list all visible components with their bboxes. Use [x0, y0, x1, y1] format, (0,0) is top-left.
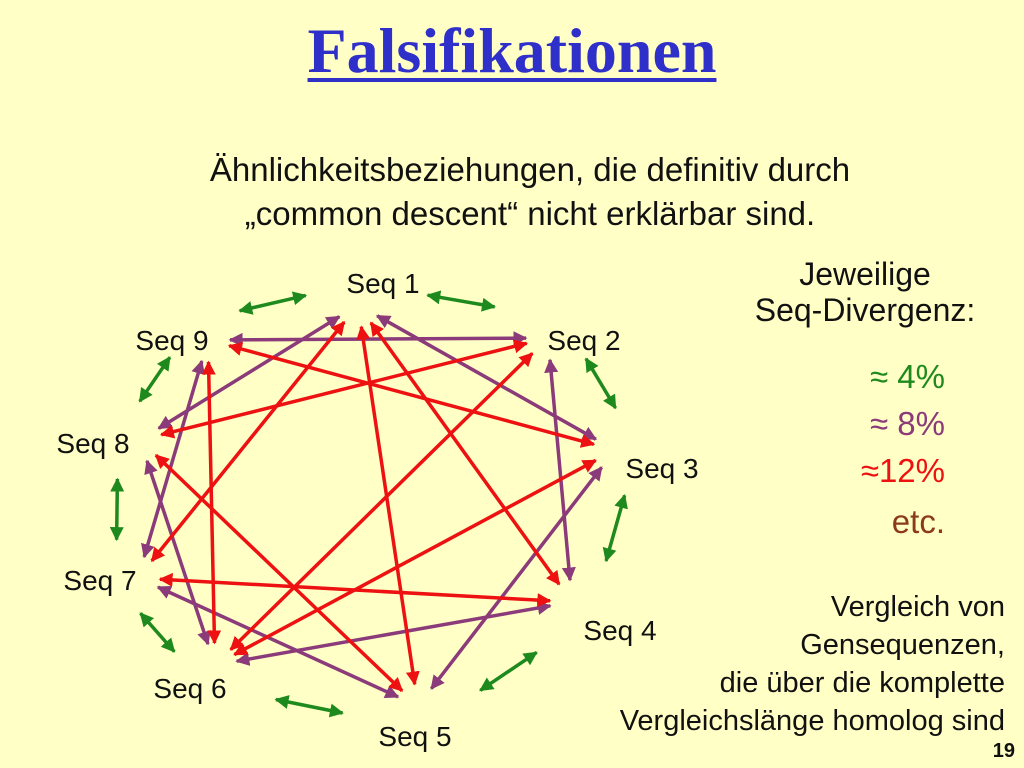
- node-seq-2: Seq 2: [547, 325, 620, 356]
- arrow-seq-6-seq-9: [201, 360, 222, 645]
- node-seq-6: Seq 6: [153, 673, 226, 704]
- arrow-seq-3-seq-4: [602, 494, 628, 563]
- node-seq-7: Seq 7: [63, 565, 136, 596]
- node-seq-5: Seq 5: [378, 721, 451, 752]
- arrow-seq-9-seq-1: [238, 291, 308, 315]
- legend-heading: Jeweilige Seq-Divergenz:: [730, 256, 1000, 328]
- slide-title: Falsifikationen: [307, 15, 717, 86]
- note-line-3: die über die komplette: [719, 667, 1005, 699]
- note-line-4: Vergleichslänge homolog sind: [619, 705, 1005, 737]
- legend-item-etc: etc.: [891, 503, 945, 540]
- arrow-seq-2-seq-3: [584, 357, 618, 410]
- node-seq-1: Seq 1: [346, 268, 419, 299]
- legend-item-red: ≈12%: [860, 452, 945, 489]
- legend-heading-line-2: Seq-Divergenz:: [754, 292, 976, 328]
- node-seq-3: Seq 3: [625, 453, 698, 484]
- arrow-seq-5-seq-8: [154, 453, 404, 693]
- arrow-seq-6-seq-8: [144, 459, 211, 646]
- node-seq-8: Seq 8: [56, 428, 129, 459]
- subtitle-line-2: „common descent“ nicht erklärbar sind.: [244, 195, 816, 232]
- page-number: 19: [992, 740, 1015, 762]
- subtitle-line-1: Ähnlichkeitsbeziehungen, die definitiv d…: [209, 151, 851, 188]
- node-seq-9: Seq 9: [135, 325, 208, 356]
- legend-heading-line-1: Jeweilige: [799, 256, 931, 292]
- arrow-seq-9-seq-2: [228, 331, 528, 347]
- note-line-2: Gensequenzen,: [800, 629, 1005, 661]
- arrow-seq-1-seq-5: [356, 325, 420, 686]
- arrow-seq-3-seq-9: [227, 342, 596, 448]
- arrow-seq-4-seq-5: [479, 650, 538, 692]
- arrow-seq-4-seq-6: [235, 601, 552, 666]
- sequence-labels: Seq 1 Seq 2 Seq 3 Seq 4 Seq 5 Seq 6 Seq 7 Seq 8…: [56, 268, 698, 752]
- legend-item-purple: ≈ 8%: [870, 405, 945, 442]
- arrow-seq-2-seq-6: [229, 352, 534, 651]
- connection-arrows: [109, 290, 628, 718]
- arrow-seq-2-seq-4: [544, 358, 576, 582]
- arrow-seq-8-seq-9: [138, 356, 172, 403]
- arrow-seq-6-seq-7: [139, 612, 176, 653]
- arrow-seq-1-seq-2: [426, 290, 496, 312]
- arrow-seq-5-seq-6: [274, 695, 344, 718]
- arrow-seq-2-seq-8: [159, 339, 529, 439]
- arrow-seq-7-seq-9: [141, 359, 205, 559]
- legend-item-green: ≈ 4%: [870, 358, 945, 395]
- subtitle: Ähnlichkeitsbeziehungen, die definitiv d…: [120, 148, 940, 236]
- comparison-note: Vergleich von Gensequenzen, die über die…: [540, 588, 1005, 740]
- node-seq-4: Seq 4: [583, 615, 656, 646]
- arrow-seq-4-seq-7: [158, 572, 552, 608]
- arrow-seq-1-seq-7: [150, 321, 346, 562]
- note-line-1: Vergleich von: [830, 591, 1005, 623]
- arrow-seq-7-seq-8: [109, 477, 125, 542]
- arrow-seq-1-seq-4: [369, 321, 561, 586]
